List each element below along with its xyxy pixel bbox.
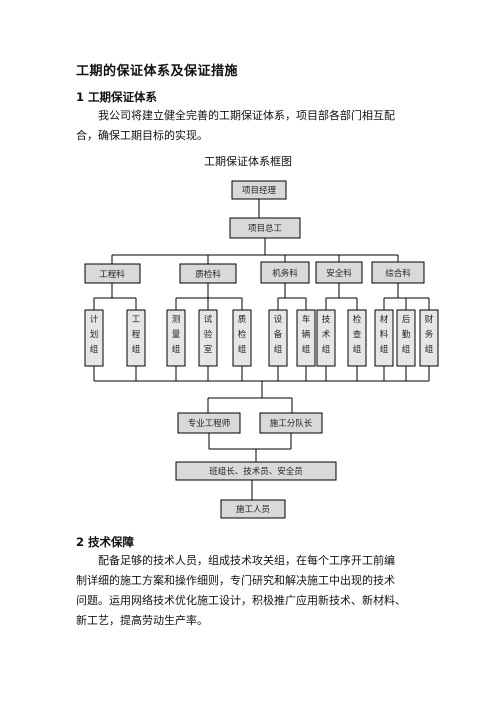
section2-paragraph: 配备足够的技术人员，组成技术攻关组，在每个工序开工前编 制详细的施工方案和操作细…	[76, 551, 436, 631]
label-group: 测量组	[172, 315, 181, 355]
label-group: 设备组	[274, 314, 283, 355]
label-group: 后勤组	[402, 314, 411, 355]
label-department: 质检科	[195, 269, 221, 280]
section1-paragraph: 我公司将建立健全完善的工期保证体系，项目部各部门相互配 合，确保工期目标的实现。	[76, 106, 436, 146]
label-project-manager: 项目经理	[242, 185, 277, 196]
paragraph-line: 配备足够的技术人员，组成技术攻关组，在每个工序开工前编	[98, 554, 395, 567]
label-team-leader: 施工分队长	[270, 418, 313, 429]
label-group: 技术组	[322, 314, 331, 355]
label-group: 财务组	[425, 314, 434, 355]
label-group: 材料组	[380, 314, 389, 355]
label-department: 机务科	[272, 268, 298, 279]
paragraph-line: 合，确保工期目标的实现。	[76, 129, 208, 142]
label-group: 质检组	[238, 314, 247, 355]
label-group: 试验室	[204, 314, 213, 355]
chart-caption: 工期保证体系框图	[204, 155, 292, 168]
label-department: 综合科	[385, 268, 411, 279]
paragraph-line: 我公司将建立健全完善的工期保证体系，项目部各部门相互配	[98, 109, 395, 122]
paragraph-line: 新工艺，提高劳动生产率。	[76, 614, 208, 627]
label-group: 计划组	[90, 314, 99, 355]
label-chief-engineer: 项目总工	[248, 223, 283, 234]
box-workers	[220, 499, 286, 519]
label-department: 工程科	[99, 269, 125, 280]
label-leaders: 班组长、技术员、安全员	[209, 466, 303, 477]
label-specialist-engineer: 专业工程师	[188, 418, 231, 429]
label-group: 车辆组	[302, 314, 311, 355]
label-workers: 施工人员	[236, 504, 270, 515]
paragraph-line: 制详细的施工方案和操作细则，专门研究和解决施工中出现的技术	[76, 574, 395, 587]
page-title: 工期的保证体系及保证措施	[76, 64, 239, 79]
label-group: 工程组	[132, 315, 141, 355]
label-group: 检查组	[353, 314, 362, 355]
section1-heading: 1 工期保证体系	[76, 90, 158, 104]
department-boxes: 工程科 质检科 机务科 安全科 综合科	[84, 255, 425, 284]
section2-heading: 2 技术保障	[76, 535, 135, 549]
label-department: 安全科	[326, 268, 352, 279]
group-boxes: 计划组 工程组 测量组 试验室 质检组 设备组 车辆组 技术组 检查组 材料组 …	[84, 309, 439, 367]
box-leaders	[175, 461, 337, 481]
paragraph-line: 问题。运用网络技术优化施工设计，积极推广应用新技术、新材料、	[76, 594, 406, 607]
